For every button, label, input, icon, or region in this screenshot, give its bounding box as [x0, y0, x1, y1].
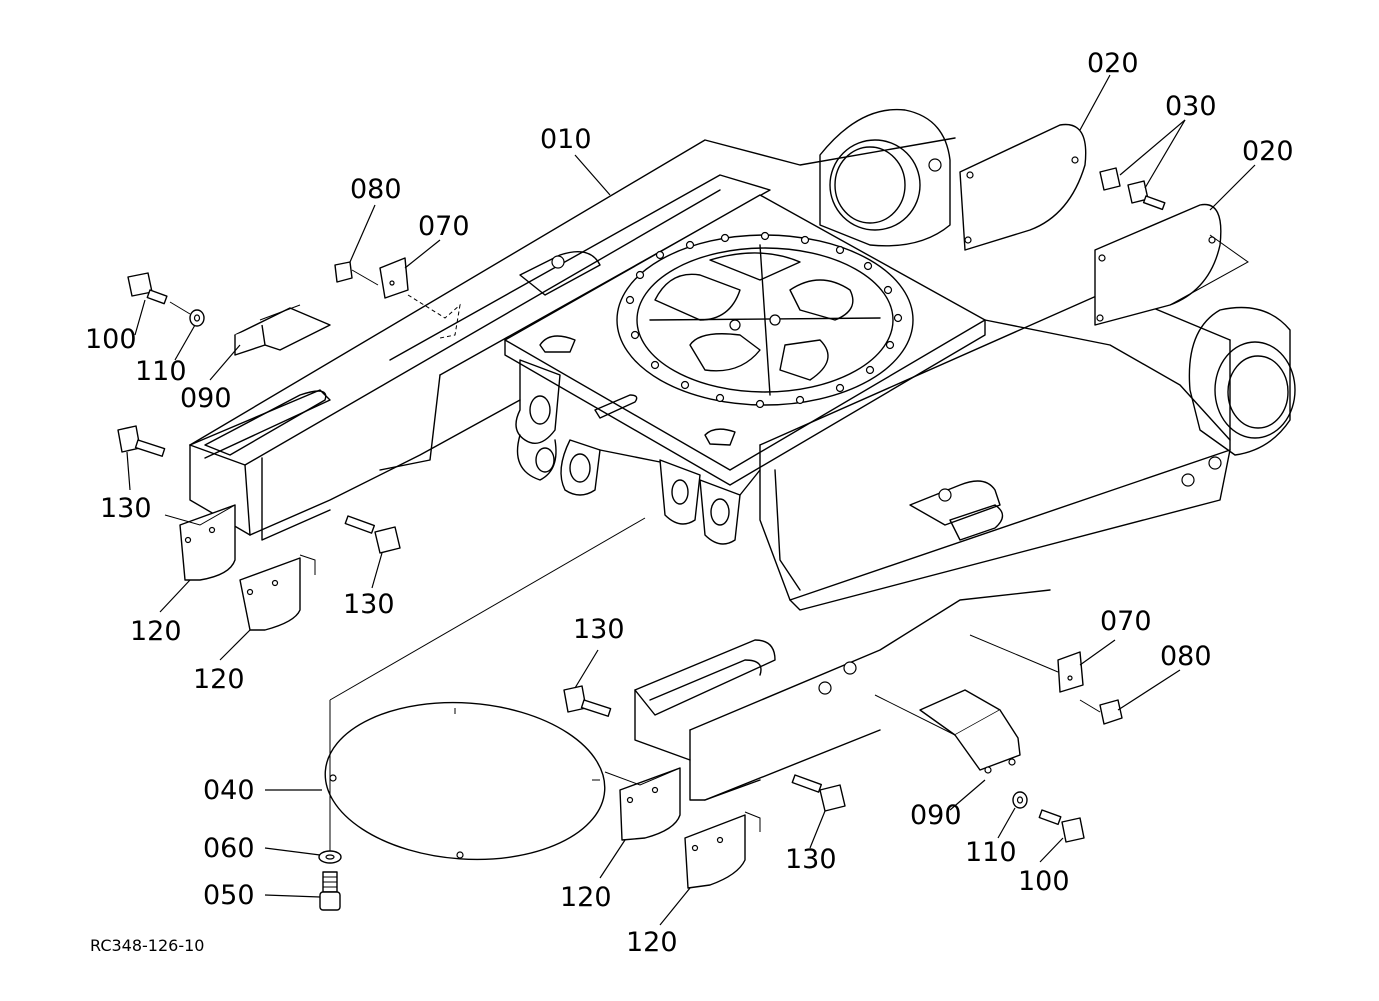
callout-120-a: 120 — [130, 616, 182, 647]
track-frame-part-010 — [189, 108, 1296, 611]
callout-040: 040 — [203, 775, 255, 806]
callout-010: 010 — [540, 124, 592, 155]
callout-120-d: 120 — [626, 927, 678, 958]
callout-labels: 010 020 030 020 080 070 100 110 090 130 … — [85, 48, 1294, 958]
bolt-part-080-right — [1079, 699, 1123, 725]
callout-130-d: 130 — [785, 844, 837, 875]
callout-100-right: 100 — [1018, 866, 1070, 897]
plate-part-090-right — [874, 689, 1021, 774]
bracket-part-070-right — [969, 634, 1084, 693]
bolt-part-050 — [319, 871, 341, 911]
bolt-part-130-b — [344, 515, 401, 554]
bolt-part-080-left — [334, 261, 379, 286]
flap-part-120-b — [239, 554, 316, 631]
callout-090-left: 090 — [180, 383, 232, 414]
callout-030: 030 — [1165, 91, 1217, 122]
washer-part-060 — [318, 850, 342, 864]
bolt-part-100-left — [127, 272, 168, 305]
cover-part-020-upper — [959, 123, 1087, 251]
callout-070-right: 070 — [1100, 606, 1152, 637]
callout-090-right: 090 — [910, 800, 962, 831]
guide-bracket-right — [634, 589, 1051, 801]
washer-part-110-right — [1012, 791, 1028, 809]
callout-100-left: 100 — [85, 324, 137, 355]
flap-part-120-d — [684, 811, 761, 889]
callout-020-upper: 020 — [1087, 48, 1139, 79]
flap-part-120-a — [164, 504, 236, 581]
flap-part-120-c — [604, 767, 681, 841]
bolt-part-030 — [1099, 167, 1166, 211]
bolt-part-130-d — [791, 774, 846, 812]
leader-lines — [126, 74, 1256, 926]
callout-130-a: 130 — [100, 493, 152, 524]
callout-120-c: 120 — [560, 882, 612, 913]
blade-brackets — [515, 359, 761, 545]
callout-120-b: 120 — [193, 664, 245, 695]
bolt-part-100-right — [1038, 809, 1085, 843]
bolt-part-130-c — [563, 685, 612, 717]
washer-part-110-left — [169, 301, 205, 327]
callout-020-lower: 020 — [1242, 136, 1294, 167]
callout-080-right: 080 — [1160, 641, 1212, 672]
callout-070-left: 070 — [418, 211, 470, 242]
bracket-part-070-left — [379, 257, 461, 339]
cover-part-020-lower — [1094, 203, 1249, 326]
callout-110-right: 110 — [965, 837, 1017, 868]
callout-130-c: 130 — [573, 614, 625, 645]
callout-060: 060 — [203, 833, 255, 864]
plate-part-090-left — [234, 304, 331, 356]
callout-050: 050 — [203, 880, 255, 911]
callout-080-left: 080 — [350, 174, 402, 205]
bolt-part-130-a — [117, 425, 166, 457]
callout-130-b: 130 — [343, 589, 395, 620]
callout-110-left: 110 — [135, 356, 187, 387]
bearing-bolt-holes — [625, 231, 903, 409]
under-cover-part-040 — [324, 517, 646, 861]
guide-bracket-left — [189, 389, 331, 459]
drawing-reference-code: RC348-126-10 — [90, 936, 204, 955]
